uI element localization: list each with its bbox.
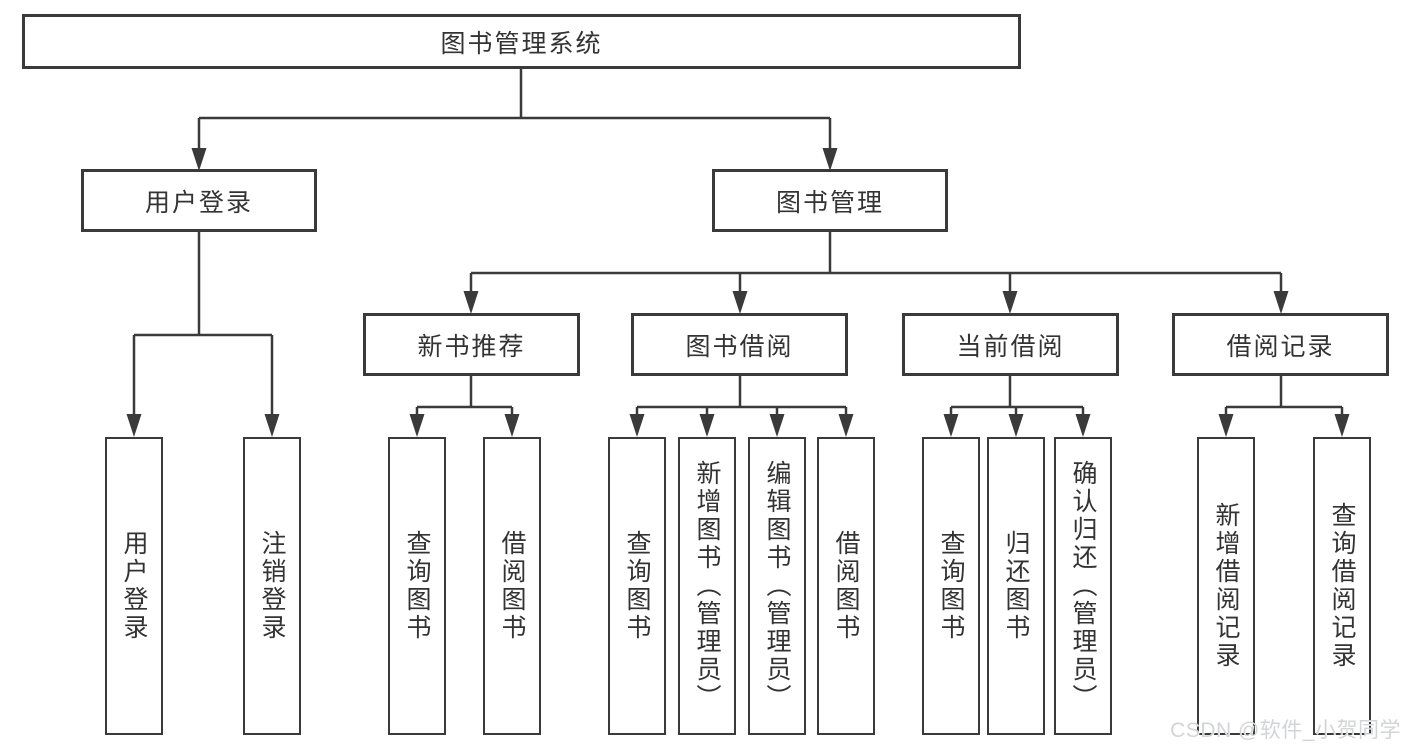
node-new-book-recommend: 新书推荐 <box>363 313 580 376</box>
node-user-login: 用户登录 <box>81 169 317 232</box>
connector-current-borrow <box>949 376 1085 419</box>
leaf-return-book: 归还图书 <box>987 437 1045 735</box>
leaf-add-borrow-record: 新增借阅记录 <box>1197 437 1255 735</box>
node-book-borrow: 图书借阅 <box>631 313 848 376</box>
connector-borrow-record <box>1224 376 1344 419</box>
leaf-logout: 注销登录 <box>243 437 301 735</box>
node-root: 图书管理系统 <box>22 14 1021 69</box>
leaf-borrow-book-borrow: 借阅图书 <box>817 437 875 735</box>
node-borrow-record: 借阅记录 <box>1172 313 1389 376</box>
node-book-management: 图书管理 <box>712 169 948 232</box>
connector-user-login <box>132 232 274 419</box>
leaf-add-book-admin: 新增图书（管理员） <box>678 437 736 735</box>
connector-book-borrow <box>635 376 848 419</box>
leaf-edit-book-admin: 编辑图书（管理员） <box>748 437 806 735</box>
connector-book-management <box>469 232 1283 297</box>
connector-new-book-recommend <box>415 376 514 419</box>
node-current-borrow: 当前借阅 <box>902 313 1119 376</box>
watermark: CSDN @软件_小贺同学 <box>1170 719 1401 742</box>
connector-root <box>197 69 832 152</box>
leaf-query-borrow-record: 查询借阅记录 <box>1313 437 1371 735</box>
leaf-query-book-recommend: 查询图书 <box>388 437 446 735</box>
leaf-query-book-borrow: 查询图书 <box>608 437 666 735</box>
leaf-borrow-book-recommend: 借阅图书 <box>483 437 541 735</box>
leaf-user-login: 用户登录 <box>105 437 163 735</box>
leaf-query-book-current: 查询图书 <box>922 437 980 735</box>
leaf-confirm-return-admin: 确认归还（管理员） <box>1054 437 1112 735</box>
